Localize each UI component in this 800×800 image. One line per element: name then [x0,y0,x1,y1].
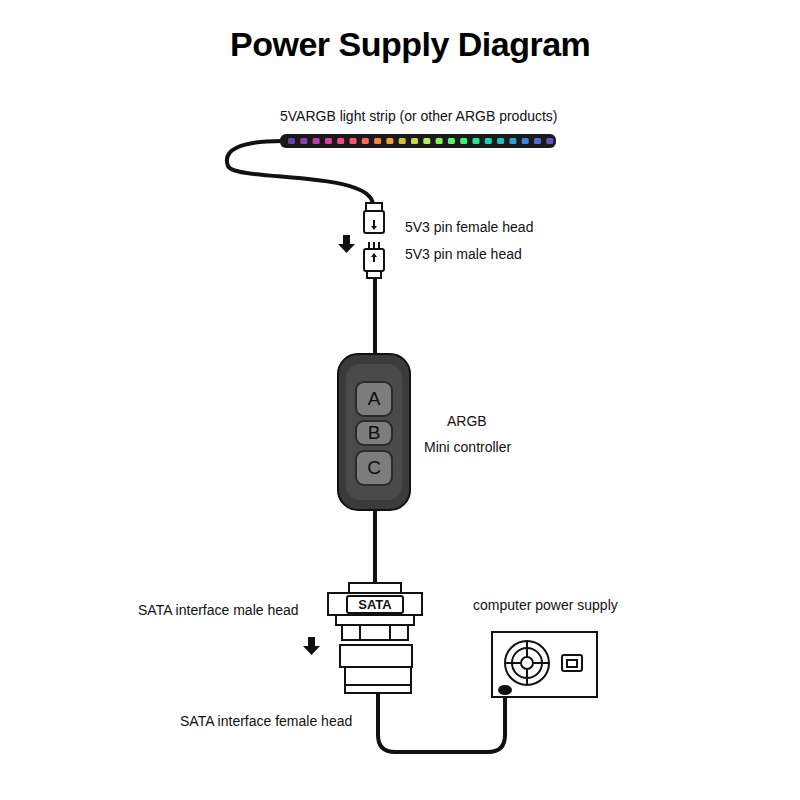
led [300,138,307,144]
strip-label: 5VARGB light strip (or other ARGB produc… [280,108,558,125]
sata-cable [373,508,377,585]
sata-female [340,645,412,693]
led [399,138,406,144]
connector-label: SATA interface female head [180,713,352,730]
led [436,138,443,144]
led [509,138,516,144]
led [288,138,295,144]
led [325,138,332,144]
sata-plate: SATA [346,595,404,614]
led [522,138,529,144]
connector-label: 5V3 pin male head [405,246,522,263]
light-strip [280,134,556,148]
led [350,138,357,144]
led [534,138,541,144]
button: A [355,381,393,417]
sata-male [328,583,422,640]
button-letter: B [368,422,381,444]
led [473,138,480,144]
button-letter: SATA [358,597,391,612]
controller-body [338,354,410,510]
led [546,138,553,144]
power-supply [492,632,597,697]
male-connector [364,242,384,278]
controller-label: Mini controller [424,439,511,456]
led [337,138,344,144]
led [313,138,320,144]
led [485,138,492,144]
button-letter: A [368,388,381,410]
button: B [355,420,393,446]
connector-label: SATA interface male head [138,602,299,619]
strip-cable [227,141,373,205]
led [448,138,455,144]
controller-cable [373,278,377,358]
title: Power Supply Diagram [230,24,590,65]
psu-cable [378,692,505,752]
led [460,138,467,144]
led [374,138,381,144]
led [423,138,430,144]
button-letter: C [367,457,381,479]
led [497,138,504,144]
psu-label: computer power supply [473,597,618,614]
controller-label: ARGB [447,413,487,430]
female-connector [364,203,384,233]
connector-label: 5V3 pin female head [405,219,533,236]
arrow-mark [371,253,377,257]
button: C [355,450,393,486]
led [411,138,418,144]
led [362,138,369,144]
led [386,138,393,144]
arrow-mark [371,226,377,230]
controller-face [346,364,402,500]
